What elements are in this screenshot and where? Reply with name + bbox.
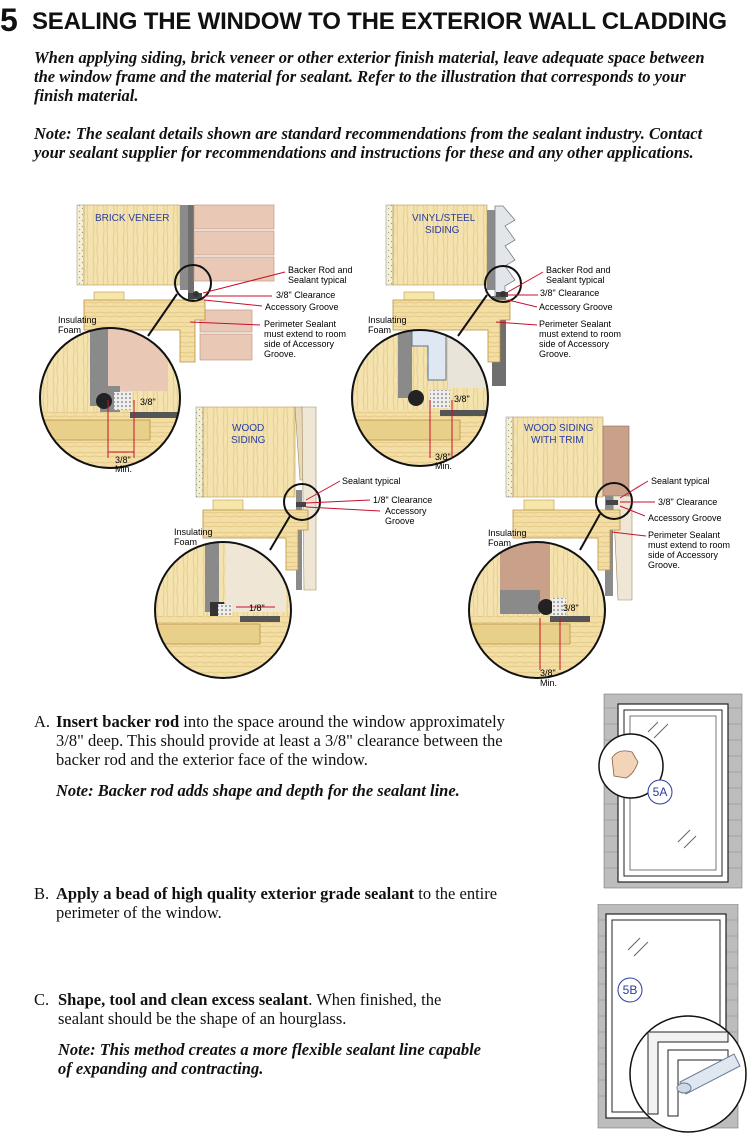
wood-dim: 1/8" xyxy=(249,603,265,613)
brick-backer-2: Sealant typical xyxy=(288,275,347,285)
wood-sealant: Sealant typical xyxy=(342,476,401,486)
step-a-line3: backer rod and the exterior face of the … xyxy=(56,750,368,769)
brick-perim-1: Perimeter Sealant xyxy=(264,319,337,329)
wood-siding-detail: WOOD SIDING Sealant typical 1/8" Clearan… xyxy=(154,406,432,679)
trim-groove: Accessory Groove xyxy=(648,513,722,523)
brick-min-2: Min. xyxy=(115,464,132,474)
step-c-line2: sealant should be the shape of an hourgl… xyxy=(58,1009,347,1028)
step-b-line2: perimeter of the window. xyxy=(56,903,222,922)
step-a-line2: 3/8" deep. This should provide at least … xyxy=(56,731,503,750)
brick-perim-4: Groove. xyxy=(264,349,296,359)
vinyl-title-1: VINYL/STEEL xyxy=(412,213,476,224)
trim-min-1: 3/8" xyxy=(540,668,556,678)
figure-5a: 5A xyxy=(598,692,743,892)
brick-min-1: 3/8" xyxy=(115,455,131,465)
page-title: SEALING THE WINDOW TO THE EXTERIOR WALL … xyxy=(32,8,727,35)
vinyl-title-2: SIDING xyxy=(425,225,460,236)
brick-foam-2: Foam xyxy=(58,325,81,335)
trim-foam-2: Foam xyxy=(488,538,511,548)
step-c: C. Shape, tool and clean excess sealant.… xyxy=(34,990,534,1078)
vinyl-clearance: 3/8" Clearance xyxy=(540,288,599,298)
trim-title-1: WOOD SIDING xyxy=(524,423,594,434)
vinyl-perim-3: side of Accessory xyxy=(539,339,610,349)
vinyl-perim-4: Groove. xyxy=(539,349,571,359)
step-c-note-2: of expanding and contracting. xyxy=(58,1059,264,1078)
step-b-letter: B. xyxy=(34,884,50,903)
section-header: 5 SEALING THE WINDOW TO THE EXTERIOR WAL… xyxy=(0,2,748,42)
trim-foam-1: Insulating xyxy=(488,528,527,538)
step-b-line1: to the entire xyxy=(414,884,498,903)
step-a-letter: A. xyxy=(34,712,51,731)
brick-groove: Accessory Groove xyxy=(265,302,339,312)
vinyl-min-2: Min. xyxy=(435,461,452,471)
figure-5b: 5B xyxy=(597,904,747,1133)
step-c-letter: C. xyxy=(34,990,50,1009)
step-a-bold: Insert backer rod xyxy=(56,712,180,731)
vinyl-foam-2: Foam xyxy=(368,325,391,335)
step-a-note: Note: Backer rod adds shape and depth fo… xyxy=(56,781,460,800)
brick-perim-2: must extend to room xyxy=(264,329,346,339)
wood-foam-1: Insulating xyxy=(174,527,213,537)
step-b-bold: Apply a bead of high quality exterior gr… xyxy=(56,884,415,903)
figure-5a-label: 5A xyxy=(653,785,668,799)
brick-clearance: 3/8" Clearance xyxy=(276,290,335,300)
step-c-line1: . When finished, the xyxy=(308,990,442,1009)
trim-dim: 3/8" xyxy=(563,603,579,613)
brick-foam-1: Insulating xyxy=(58,315,97,325)
vinyl-dim: 3/8" xyxy=(454,394,470,404)
trim-title-2: WITH TRIM xyxy=(531,435,584,446)
trim-perim-1: Perimeter Sealant xyxy=(648,530,721,540)
vinyl-foam-1: Insulating xyxy=(368,315,407,325)
step-b: B. Apply a bead of high quality exterior… xyxy=(34,884,554,922)
trim-perim-2: must extend to room xyxy=(648,540,730,550)
step-c-bold: Shape, tool and clean excess sealant xyxy=(58,990,309,1009)
intro-paragraph: When applying siding, brick veneer or ot… xyxy=(34,48,705,105)
vinyl-backer-1: Backer Rod and xyxy=(546,265,611,275)
trim-perim-4: Groove. xyxy=(648,560,680,570)
wood-title-1: WOOD xyxy=(232,423,264,434)
brick-perim-3: side of Accessory xyxy=(264,339,335,349)
trim-min-2: Min. xyxy=(540,678,557,688)
intro-note: Note: The sealant details shown are stan… xyxy=(34,124,703,162)
step-a-line1: into the space around the window approxi… xyxy=(179,712,505,731)
step-a: A. Insert backer rod into the space arou… xyxy=(34,712,554,800)
brick-dim: 3/8" xyxy=(140,397,156,407)
wood-trim-detail: WOOD SIDING WITH TRIM Sealant typical 3/… xyxy=(468,416,730,688)
figure-5b-label: 5B xyxy=(623,983,638,997)
wood-groove-1: Accessory xyxy=(385,506,427,516)
vinyl-perim-1: Perimeter Sealant xyxy=(539,319,612,329)
step-number: 5 xyxy=(0,2,18,38)
vinyl-perim-2: must extend to room xyxy=(539,329,621,339)
trim-sealant: Sealant typical xyxy=(651,476,710,486)
trim-perim-3: side of Accessory xyxy=(648,550,719,560)
vinyl-backer-2: Sealant typical xyxy=(546,275,605,285)
wood-title-2: SIDING xyxy=(231,435,266,446)
brick-title: BRICK VENEER xyxy=(95,213,169,224)
wood-groove-2: Groove xyxy=(385,516,415,526)
wood-foam-2: Foam xyxy=(174,537,197,547)
trim-clearance: 3/8" Clearance xyxy=(658,497,717,507)
vinyl-min-1: 3/8" xyxy=(435,452,451,462)
brick-backer-1: Backer Rod and xyxy=(288,265,353,275)
vinyl-groove: Accessory Groove xyxy=(539,302,613,312)
wood-clearance: 1/8" Clearance xyxy=(373,495,432,505)
brick-veneer-detail: BRICK VENEER Backer Rod and Sealant typi… xyxy=(39,204,353,474)
step-c-note-1: Note: This method creates a more flexibl… xyxy=(58,1040,481,1059)
sealant-details-diagram: BRICK VENEER Backer Rod and Sealant typi… xyxy=(39,204,730,688)
